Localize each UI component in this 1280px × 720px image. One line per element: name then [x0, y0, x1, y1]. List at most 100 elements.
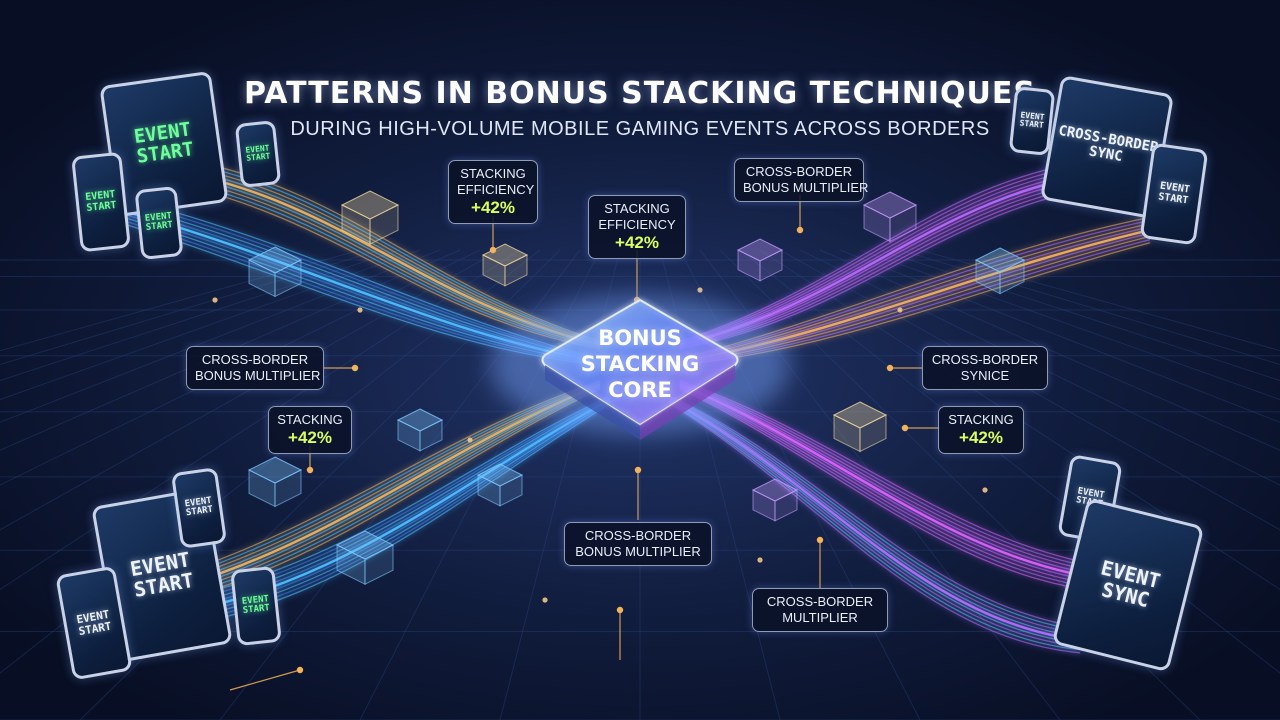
core-label-line3: CORE	[608, 378, 672, 402]
callout-leader-dot	[816, 536, 824, 544]
device-screen-line: START	[1019, 118, 1045, 131]
device-phone-bottom-left-right: EVENT START	[230, 565, 282, 647]
label-line: EFFICIENCY	[457, 182, 535, 197]
device-screen-text: EVENT START	[178, 496, 220, 520]
label-stacking-lower-right: STACKING +42%	[938, 406, 1024, 454]
grid-line	[879, 249, 1280, 382]
grid-line	[0, 249, 481, 486]
callout-leader-dot	[886, 364, 894, 372]
grid-line	[0, 249, 401, 382]
callout-leader-dot	[296, 666, 304, 674]
device-screen-text: CROSS-BORDER SYNC	[1051, 123, 1162, 171]
grid-line	[779, 249, 1280, 531]
grid-line	[0, 249, 461, 451]
node-cube	[832, 401, 888, 453]
callout-leader	[229, 669, 301, 691]
node-cube	[335, 530, 395, 586]
callout-leader-dot	[306, 466, 314, 474]
node-cube	[396, 408, 444, 452]
node-cube	[247, 246, 303, 298]
grid-line	[0, 249, 501, 531]
device-screen-text: EVENT START	[236, 594, 276, 618]
device-screen-text: EVENT SYNC	[1068, 551, 1189, 619]
stream-bottom-right	[679, 385, 1111, 584]
grid-line	[0, 249, 381, 366]
device-screen-line: START	[242, 603, 271, 617]
glow-particle	[357, 307, 363, 313]
glow-particle	[897, 307, 903, 313]
callout-leader-dot	[489, 246, 497, 254]
core-label-line2: STACKING	[580, 352, 700, 376]
node-cube-right	[859, 414, 887, 453]
glow-particle	[542, 597, 548, 603]
label-cross-border-top-right: CROSS-BORDER BONUS MULTIPLIER	[734, 158, 869, 202]
device-phone-top-left-far: EVENT START	[234, 120, 282, 188]
device-screen-text: EVENT START	[104, 545, 220, 605]
glow-particle	[467, 437, 473, 443]
device-screen-text: EVENT START	[240, 143, 276, 164]
node-cube-right	[504, 254, 528, 287]
stream-bottom-right-lower	[669, 401, 1081, 648]
label-line: STACKING	[460, 166, 526, 181]
node-cube-right	[999, 259, 1025, 295]
grid-line	[799, 249, 1280, 486]
node-cube	[247, 456, 303, 508]
callout-leader-dot	[634, 466, 642, 474]
label-line: CROSS-BORDER	[745, 164, 853, 179]
device-screen-line: START	[245, 151, 271, 164]
node-cube	[862, 191, 918, 243]
node-cube	[736, 238, 784, 282]
grid-line	[0, 249, 361, 352]
stream-bottom-right-lower	[669, 397, 1081, 635]
callout-leader-dot	[351, 364, 359, 372]
device-screen-line: START	[145, 220, 174, 234]
label-value: +42%	[615, 233, 659, 252]
node-cube	[974, 247, 1026, 295]
grid-line	[819, 249, 1280, 451]
glow-particle	[212, 297, 218, 303]
label-line: BONUS MULTIPLIER	[575, 544, 701, 559]
stream-bottom-right-lower	[669, 395, 1081, 628]
label-line: EFFICIENCY	[598, 217, 676, 232]
grid-line	[0, 249, 441, 423]
device-screen-line: START	[185, 505, 214, 519]
glow-particle	[982, 487, 988, 493]
label-stacking-efficiency-left: STACKING EFFICIENCY +42%	[448, 160, 538, 224]
stream-bottom-right-lower	[669, 398, 1081, 638]
device-screen-text: EVENT START	[65, 607, 122, 639]
core-label-line1: BONUS	[598, 326, 682, 350]
page-subtitle: DURING HIGH-VOLUME MOBILE GAMING EVENTS …	[290, 118, 990, 140]
stream-bottom-right	[679, 387, 1111, 591]
label-line: BONUS MULTIPLIER	[743, 180, 869, 195]
core-label: BONUS STACKING CORE	[560, 325, 720, 403]
node-cube-right	[759, 249, 783, 282]
node-cube-right	[364, 544, 394, 586]
device-screen-text: EVENT START	[78, 189, 124, 214]
grid-line	[759, 249, 1280, 591]
callout-leader-dot	[796, 226, 804, 234]
node-cubes	[247, 190, 1026, 586]
device-phone-top-right-left: EVENT START	[1008, 86, 1056, 156]
stream-top-left	[169, 156, 601, 342]
label-line: STACKING	[277, 412, 343, 427]
node-cube-right	[274, 469, 302, 508]
stream-bottom-right	[679, 388, 1111, 594]
label-line: SYNICE	[960, 368, 1010, 383]
label-cross-border-mid-left: CROSS-BORDER BONUS MULTIPLIER	[186, 346, 324, 390]
grid-line	[0, 249, 541, 674]
stream-bottom-right-lower	[669, 402, 1081, 651]
node-cube-right	[419, 419, 443, 452]
label-cross-border-bottom-right: CROSS-BORDER MULTIPLIER	[752, 588, 888, 632]
page-title: PATTERNS IN BONUS STACKING TECHNIQUES	[244, 76, 1036, 111]
label-stacking-lower-left: STACKING +42%	[268, 406, 352, 454]
device-phone-top-left-outer: EVENT START	[71, 151, 131, 253]
label-value: +42%	[288, 428, 332, 447]
label-line: CROSS-BORDER	[931, 352, 1039, 367]
device-screen-text: EVENT START	[109, 117, 220, 171]
label-value: +42%	[471, 198, 515, 217]
label-line: STACKING	[604, 201, 670, 216]
stream-bottom-right-lower	[669, 396, 1081, 632]
stream-bottom-right-lower	[669, 400, 1081, 644]
node-cube	[476, 463, 524, 507]
grid-line	[899, 249, 1280, 366]
